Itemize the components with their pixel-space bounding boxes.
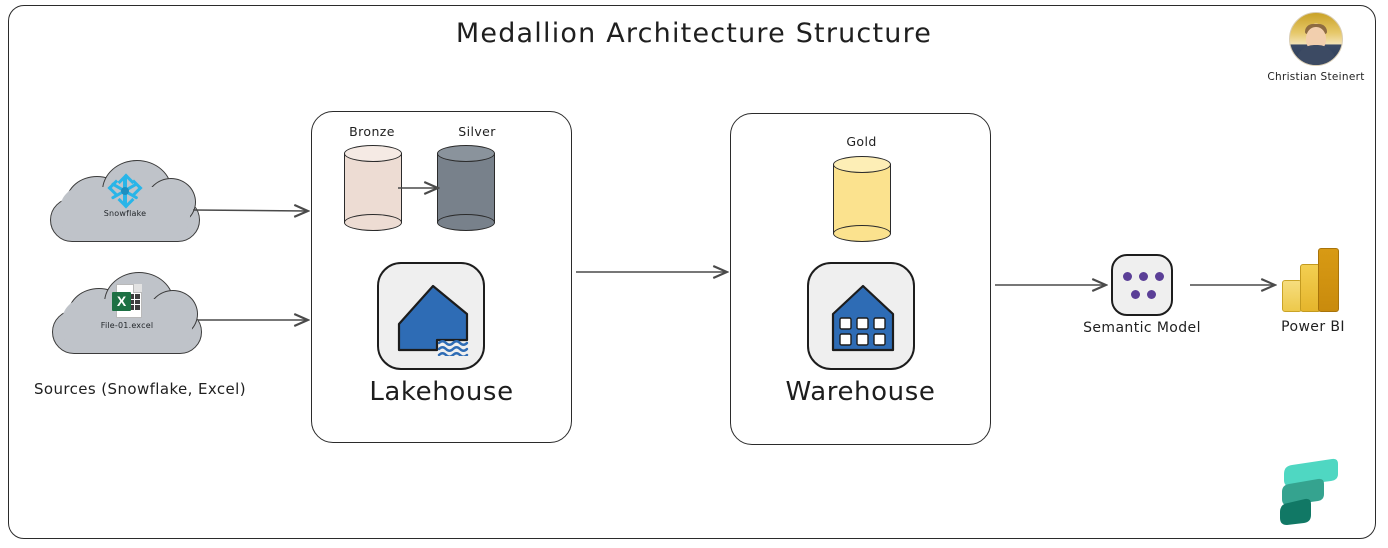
avatar-body [1296, 45, 1336, 65]
bronze-cylinder [344, 145, 402, 231]
source-label-snowflake: Snowflake [103, 209, 147, 218]
layer-label-silver: Silver [458, 124, 496, 139]
semantic-model-tile[interactable] [1111, 254, 1173, 316]
lakehouse-caption: Lakehouse [369, 377, 514, 407]
author-name: Christian Steinert [1267, 71, 1365, 83]
warehouse-icon [831, 284, 895, 352]
power-bi-label: Power BI [1281, 319, 1345, 335]
author-block: Christian Steinert [1262, 12, 1370, 83]
source-cloud-excel[interactable]: X File-01.excel [52, 272, 202, 354]
source-cloud-snowflake[interactable]: Snowflake [50, 160, 200, 242]
lakehouse-group[interactable]: Bronze Silver Lakehouse [311, 111, 572, 443]
semantic-model-icon [1123, 272, 1165, 302]
avatar [1289, 12, 1343, 66]
snowflake-icon [107, 173, 143, 209]
warehouse-group[interactable]: Gold Warehouse [730, 113, 991, 445]
power-bi-icon[interactable] [1282, 248, 1339, 312]
page-title: Medallion Architecture Structure [455, 18, 933, 49]
excel-file-icon: X [112, 284, 142, 318]
gold-cylinder [833, 156, 891, 242]
silver-cylinder [437, 145, 495, 231]
semantic-model-label: Semantic Model [1083, 320, 1201, 336]
source-label-excel: File-01.excel [100, 321, 154, 330]
avatar-head [1306, 26, 1326, 51]
lakehouse-icon [397, 284, 469, 356]
layer-label-gold: Gold [846, 134, 877, 149]
warehouse-tile[interactable] [807, 262, 915, 370]
layer-label-bronze: Bronze [349, 124, 395, 139]
pbi-bar-small [1282, 280, 1302, 312]
microsoft-fabric-logo [1280, 458, 1338, 525]
lakehouse-tile[interactable] [377, 262, 485, 370]
warehouse-caption: Warehouse [785, 377, 936, 407]
pbi-bar-tall [1318, 248, 1339, 312]
sources-caption: Sources (Snowflake, Excel) [34, 380, 246, 398]
